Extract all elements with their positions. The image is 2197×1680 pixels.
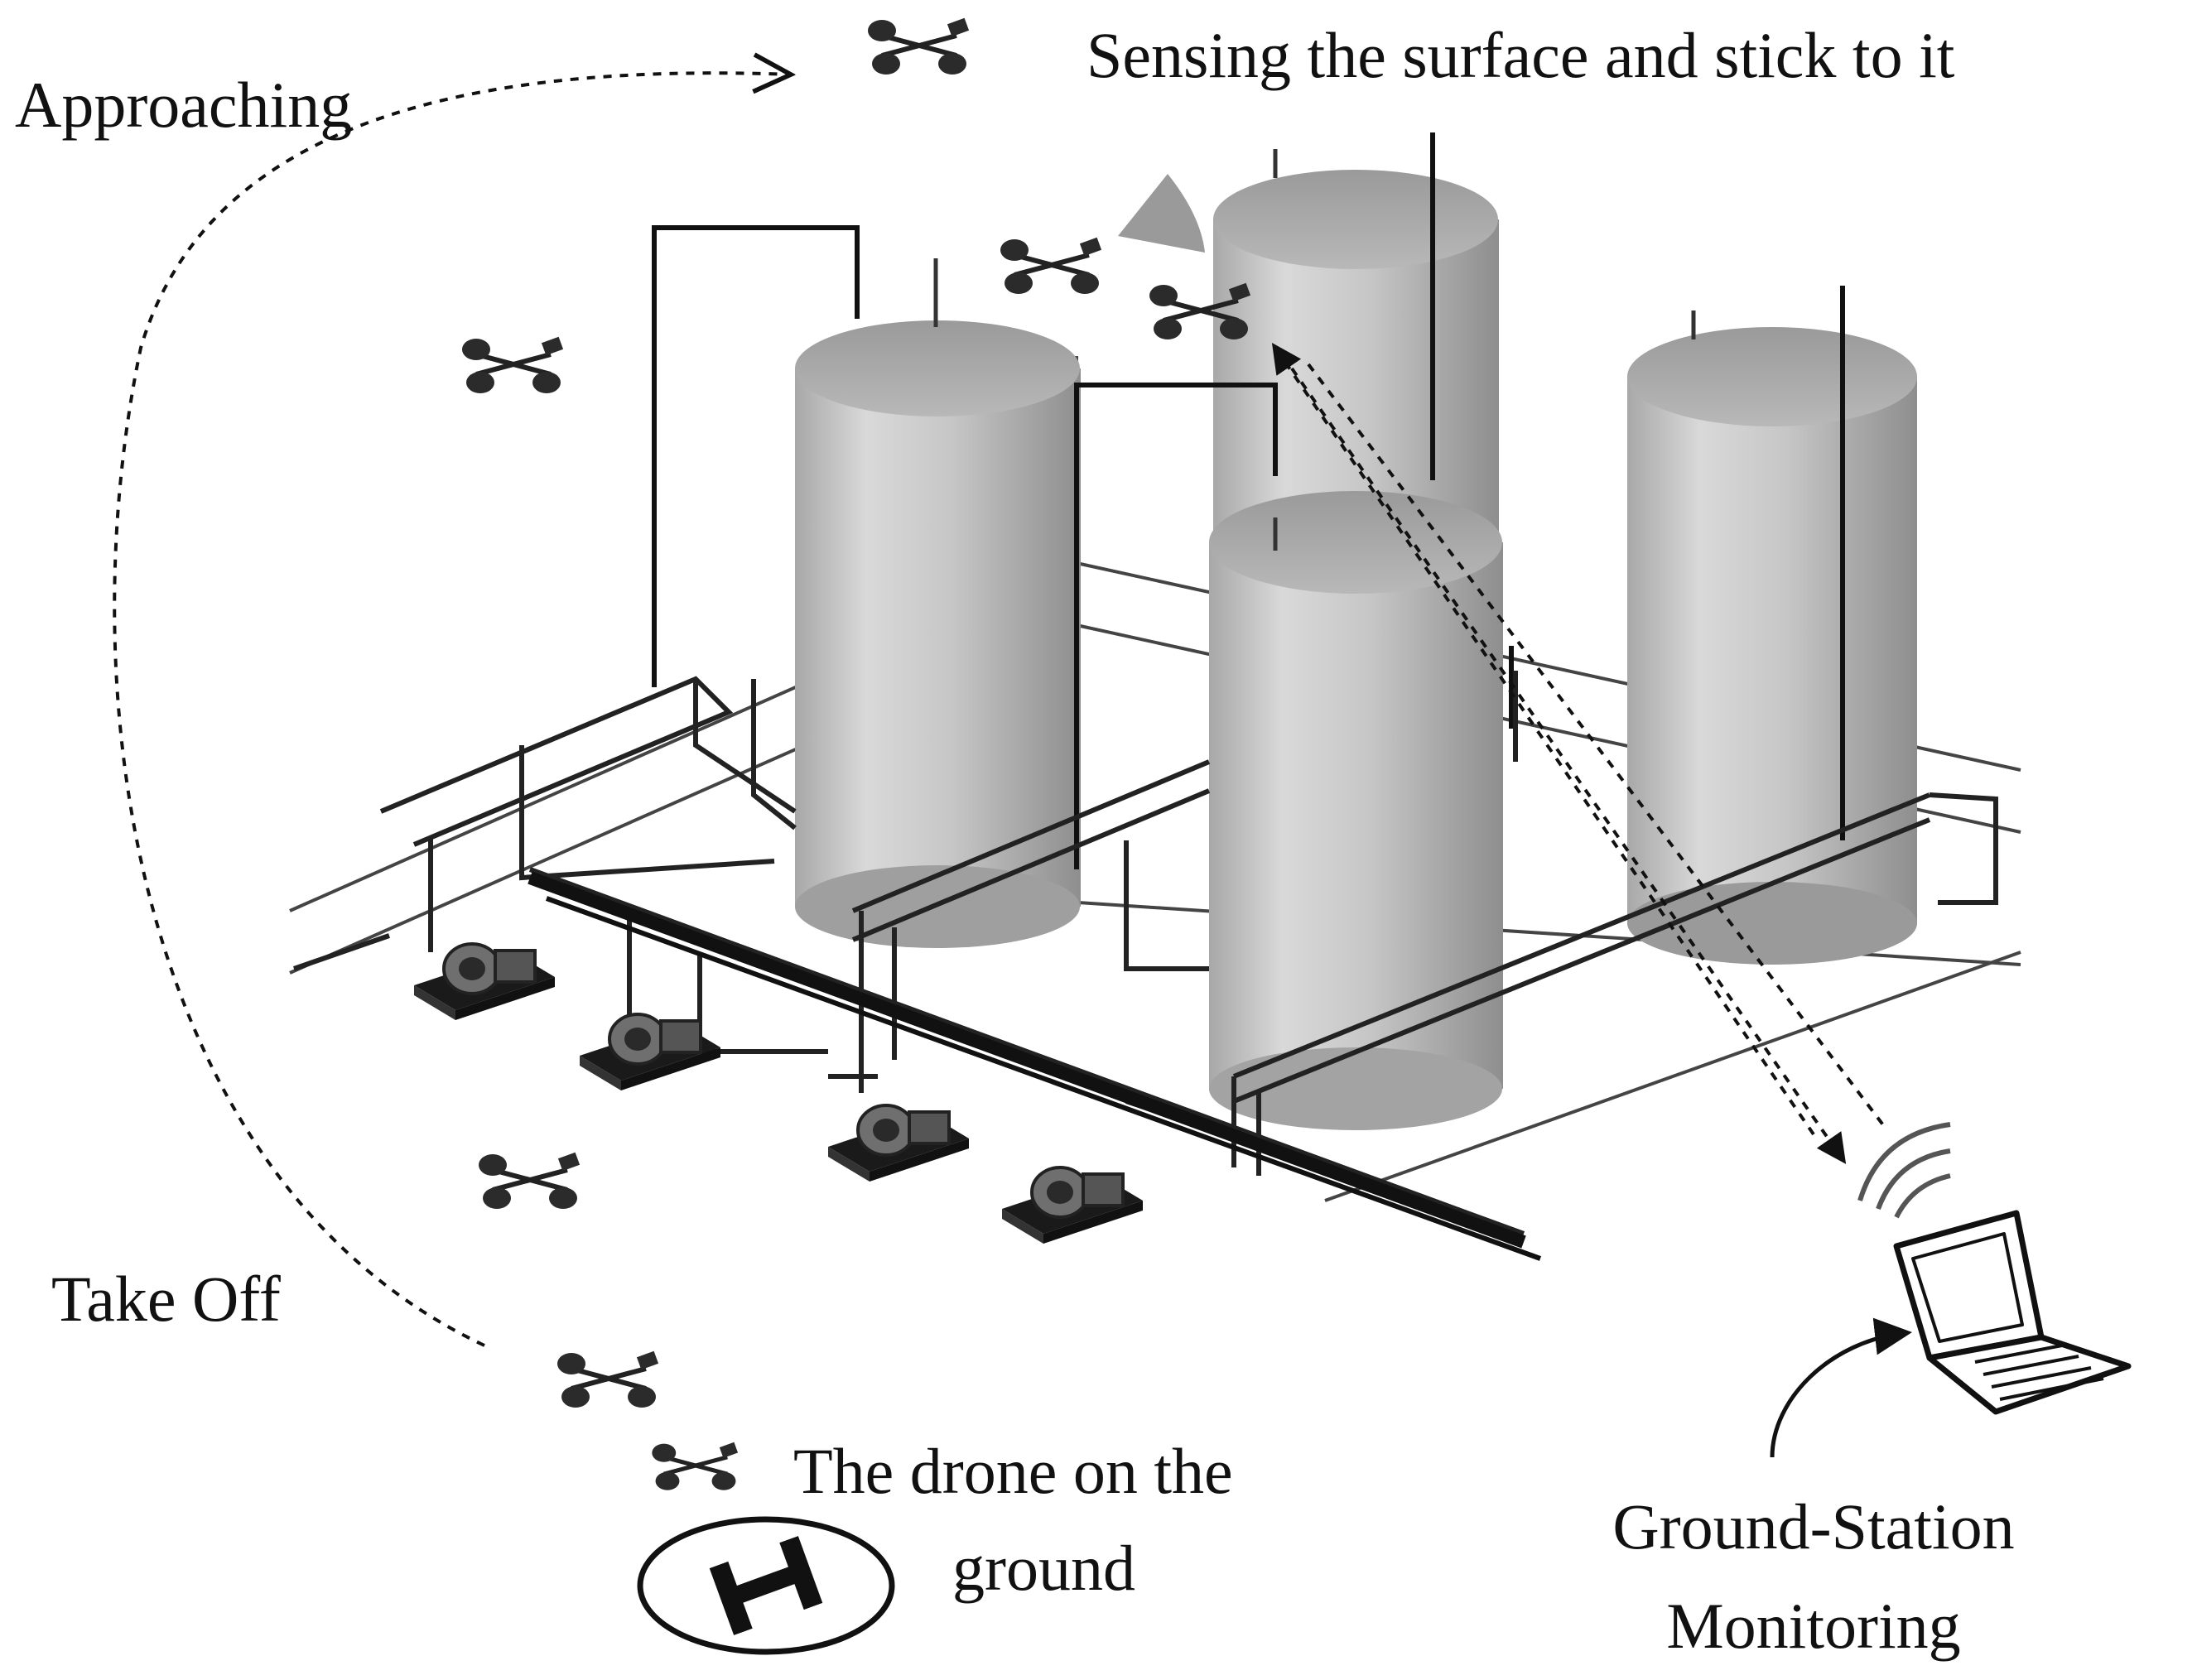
label-take-off: Take Off	[51, 1263, 281, 1335]
pump-2	[578, 1013, 722, 1092]
vertical-pipes	[652, 132, 1845, 869]
laptop-icon	[1893, 1210, 2132, 1415]
drone-icon	[652, 1442, 738, 1490]
pump-3	[826, 1104, 971, 1183]
storage-tank-right	[1627, 310, 1917, 965]
label-ground-station-line1: Ground-Station	[1612, 1490, 2015, 1562]
ground-station-arrow	[1770, 1317, 1912, 1458]
drone-icon	[557, 1351, 658, 1408]
communication-link	[1271, 343, 1886, 1164]
helipad-icon	[637, 1516, 895, 1655]
label-approaching: Approaching	[15, 69, 353, 141]
flight-path	[113, 73, 791, 1347]
drone-icon	[868, 18, 969, 75]
label-sensing-surface: Sensing the surface and stick to it	[1086, 19, 1955, 91]
storage-tank-left	[795, 258, 1081, 948]
wifi-signal-icon	[1857, 1122, 1951, 1219]
pump-1	[412, 942, 556, 1022]
storage-tank-front	[1209, 491, 1503, 1130]
label-drone-on-ground-line2: ground	[952, 1532, 1135, 1604]
drone-icon	[479, 1153, 580, 1209]
sensing-probe	[1118, 174, 1205, 253]
label-ground-station-line2: Monitoring	[1666, 1590, 1961, 1662]
drone-icon	[1000, 238, 1101, 294]
drone-icon	[462, 337, 563, 393]
main-manifold	[528, 871, 1542, 1261]
label-drone-on-ground-line1: The drone on the	[793, 1435, 1233, 1507]
pump-4	[1000, 1166, 1144, 1245]
